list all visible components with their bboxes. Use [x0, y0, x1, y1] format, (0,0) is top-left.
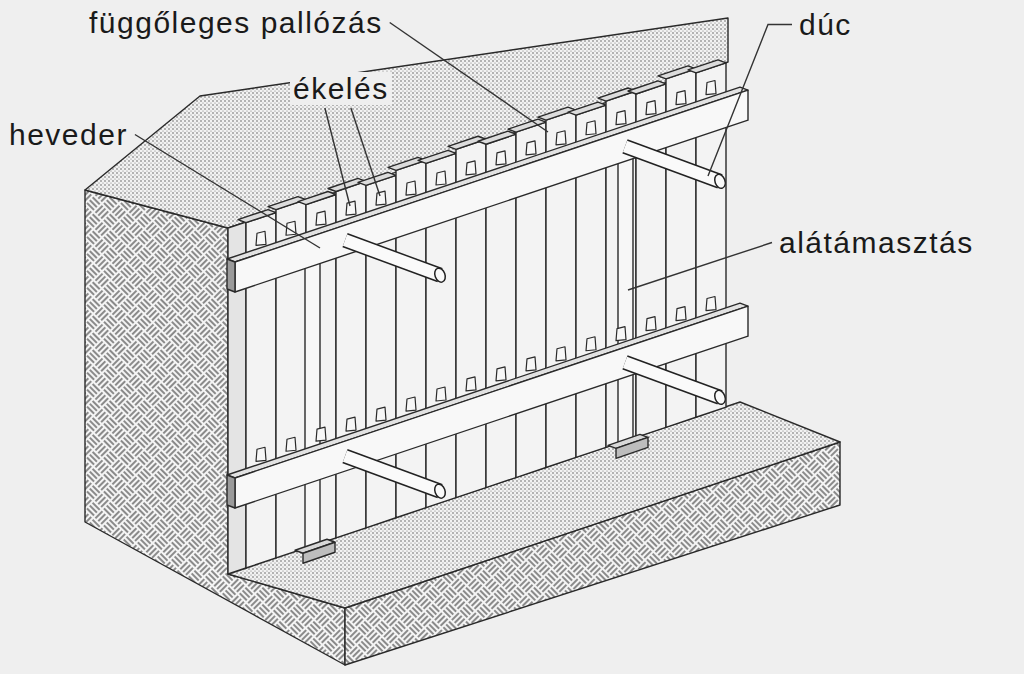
strut: [345, 456, 440, 491]
wedge: [586, 337, 596, 351]
part-label: heveder: [6, 118, 131, 151]
leader-line: [351, 108, 380, 196]
wedge: [466, 161, 476, 175]
plank-top: [628, 81, 666, 94]
strut-end: [713, 173, 727, 190]
wedge: [526, 141, 536, 155]
wedge: [436, 171, 446, 185]
wedge: [406, 397, 416, 411]
strut-end: [433, 267, 447, 284]
plank-top: [328, 178, 366, 191]
wedge: [496, 367, 506, 381]
plank-top: [418, 150, 456, 163]
wedge: [496, 151, 506, 165]
wedge: [436, 387, 446, 401]
leader-lines: [135, 23, 792, 291]
leader-line: [135, 135, 320, 249]
waler-end: [227, 259, 235, 292]
wedge: [616, 111, 626, 125]
wedge: [646, 101, 656, 115]
wedge: [256, 231, 266, 245]
wedge: [646, 317, 656, 331]
plank-top: [478, 131, 516, 144]
leader-line: [325, 108, 350, 206]
wedge: [526, 357, 536, 371]
plank-top: [358, 172, 396, 185]
part-label: ékelés: [290, 72, 392, 105]
plank-top: [298, 191, 336, 204]
waler: [235, 306, 748, 508]
plank-top: [688, 60, 726, 73]
part-label: függőleges pallózás: [86, 6, 386, 39]
wedge: [376, 407, 386, 421]
support-post: [305, 254, 320, 555]
leader-line: [628, 243, 772, 291]
wedge: [316, 427, 326, 441]
plank-top: [238, 210, 276, 223]
wedge: [556, 347, 566, 361]
wedge: [346, 417, 356, 431]
illustration: [85, 18, 840, 665]
leader-line: [390, 23, 548, 133]
wedge: [376, 191, 386, 205]
post-foot-front: [616, 437, 648, 458]
strut-end: [433, 483, 447, 500]
wedge: [616, 327, 626, 341]
waler-top: [227, 303, 748, 478]
plank-top: [508, 119, 546, 132]
wedge: [676, 91, 686, 105]
strut-outline: [625, 362, 720, 397]
strut-outline: [625, 146, 720, 181]
strut-outline: [345, 456, 440, 491]
waler: [235, 90, 748, 292]
strut: [625, 362, 720, 397]
wedge: [706, 81, 716, 95]
wedge: [286, 437, 296, 451]
wedge: [586, 121, 596, 135]
part-label: alátámasztás: [776, 226, 977, 259]
strut: [625, 146, 720, 181]
strut: [345, 240, 440, 275]
wedge: [466, 377, 476, 391]
plank-top: [658, 66, 696, 79]
wedge: [406, 181, 416, 195]
post-foot-front: [303, 542, 335, 563]
plank-top: [568, 102, 606, 115]
wedge: [256, 447, 266, 461]
strut-outline: [345, 240, 440, 275]
waler-top: [227, 87, 748, 262]
leader-line: [708, 25, 792, 177]
strut-end: [713, 389, 727, 406]
wedge: [706, 297, 716, 311]
waler-end: [227, 475, 235, 508]
part-label: dúc: [796, 8, 855, 41]
wedge: [676, 307, 686, 321]
wedge: [316, 211, 326, 225]
wedge: [346, 201, 356, 215]
wedge: [556, 131, 566, 145]
support-post: [618, 149, 633, 450]
